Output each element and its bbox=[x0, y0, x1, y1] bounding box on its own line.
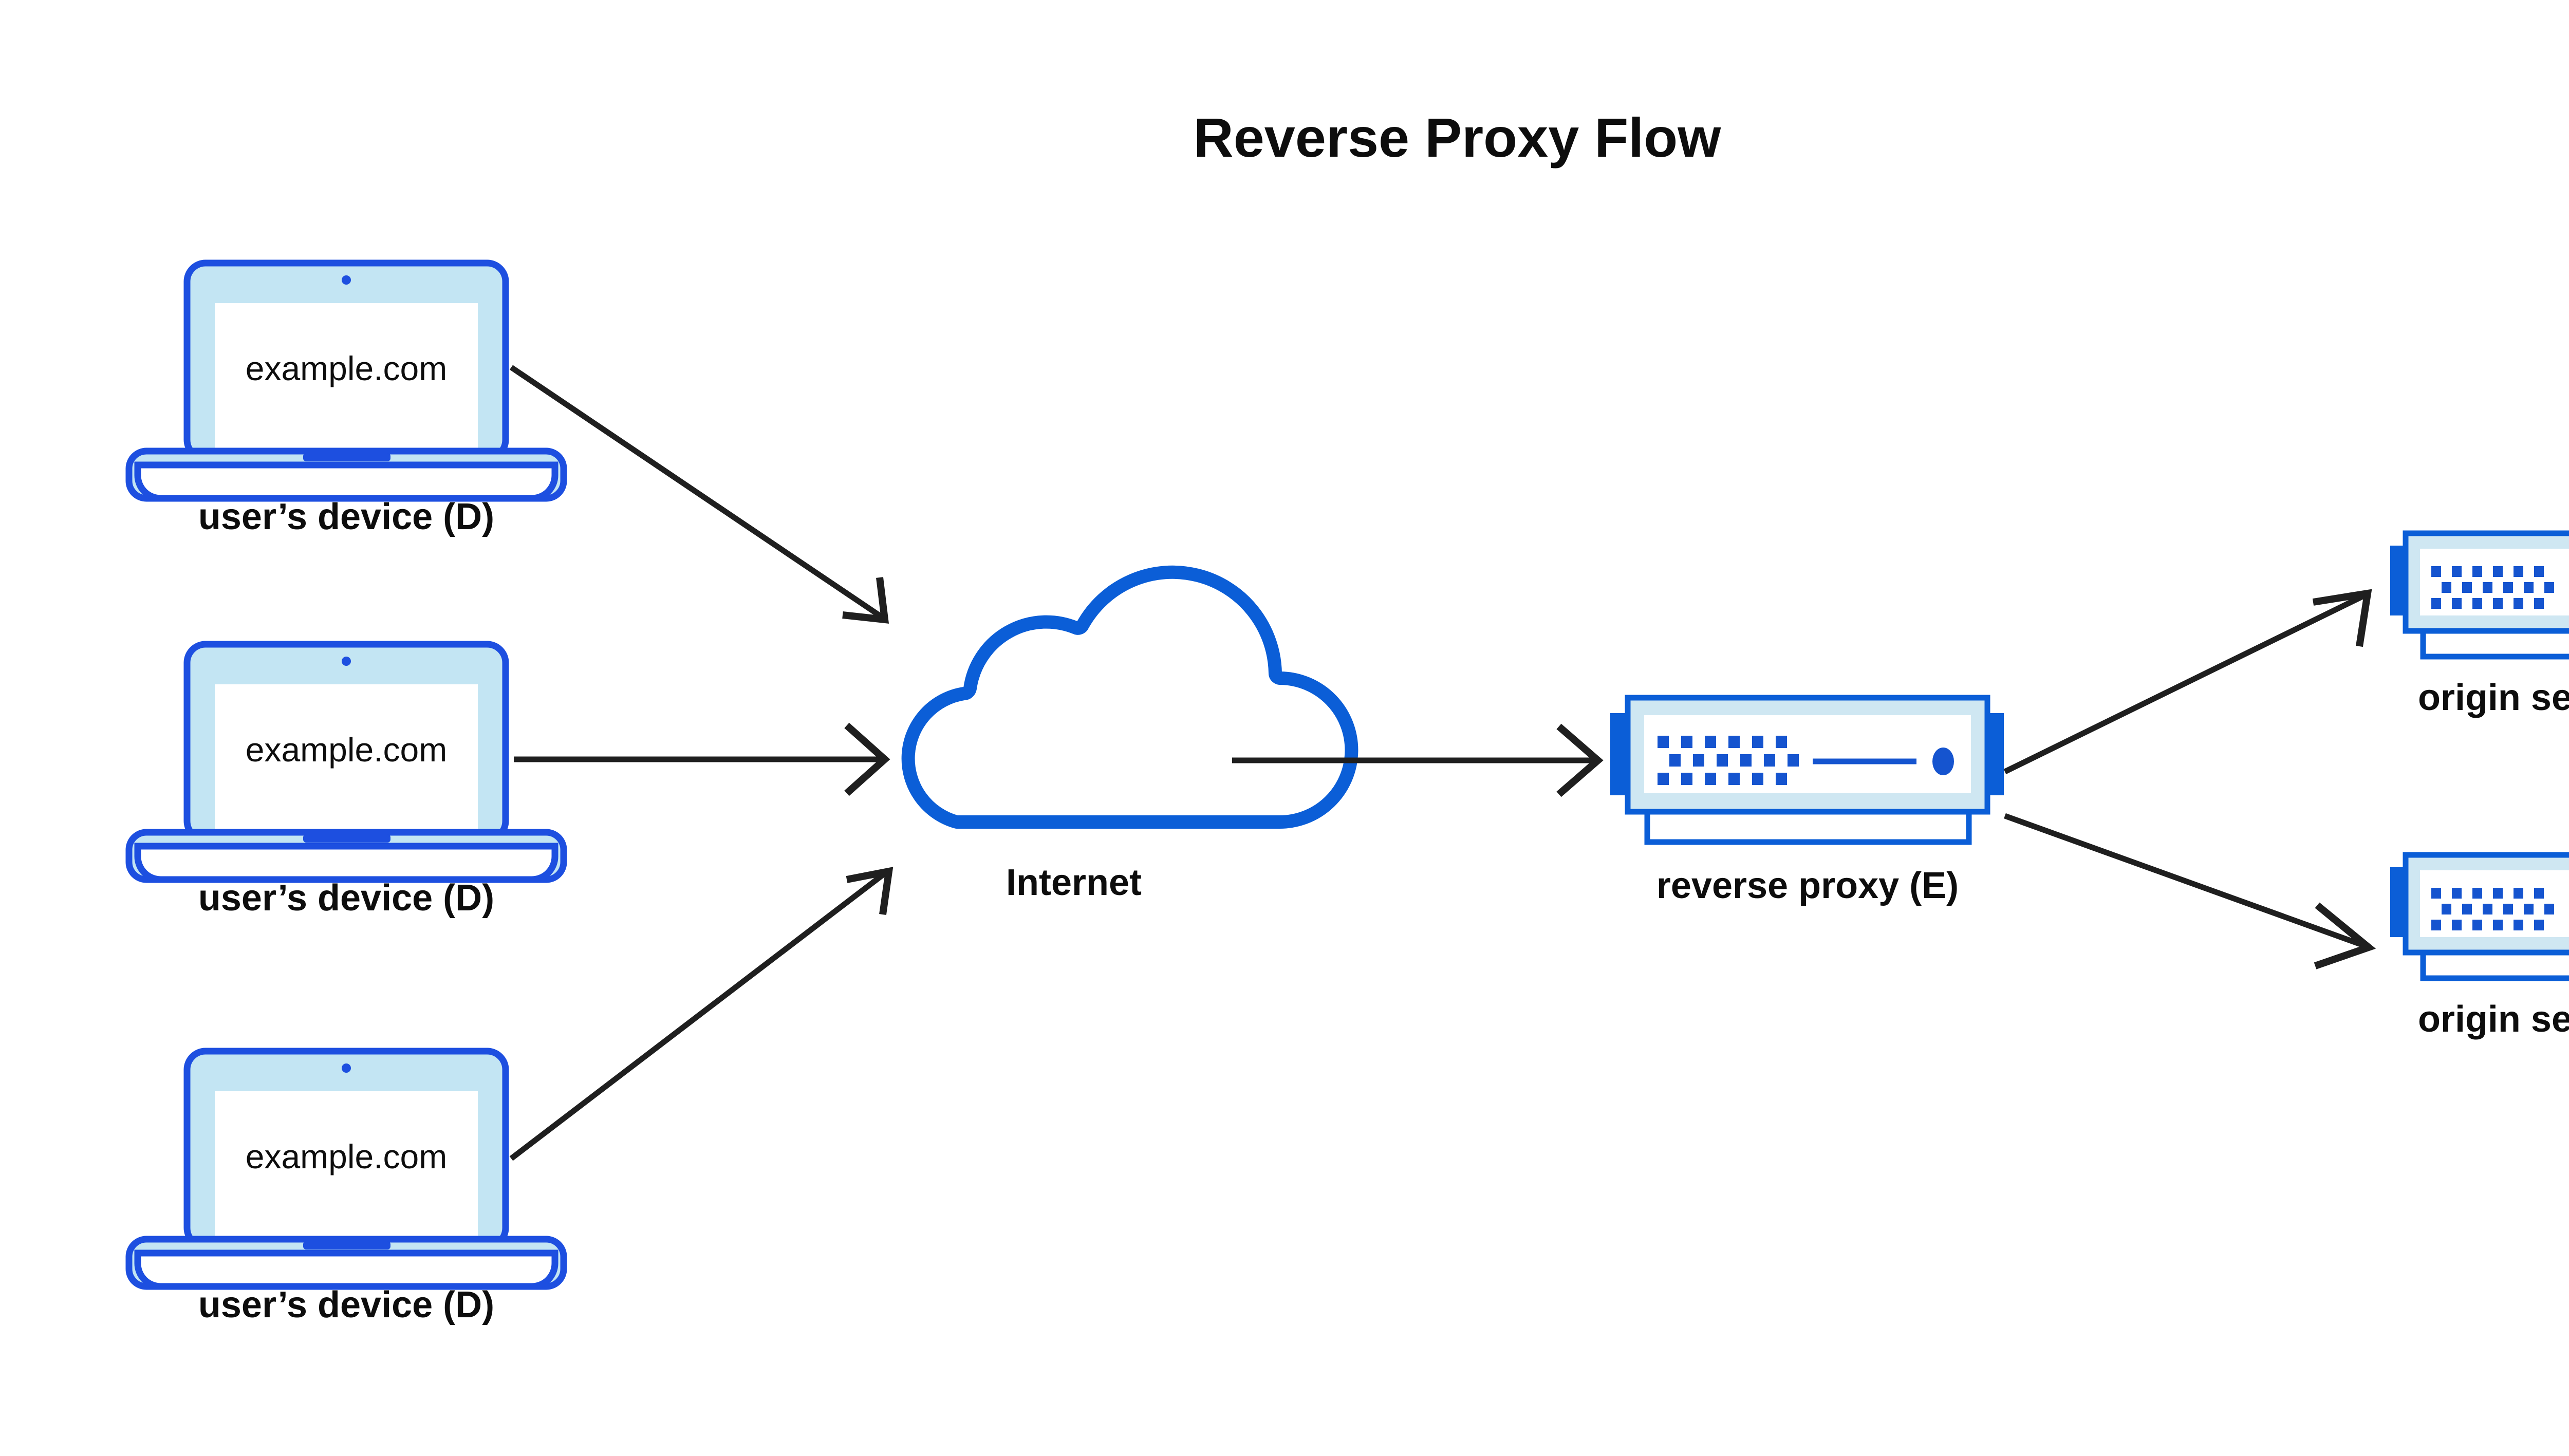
node-label-internet: Internet bbox=[1006, 862, 1142, 903]
server-shelf bbox=[1644, 812, 1972, 845]
laptop-base-lower bbox=[134, 1249, 559, 1290]
node-label-client-top: user’s device (D) bbox=[198, 496, 494, 537]
node-origin-top[interactable]: origin server (F) bbox=[2390, 530, 2569, 718]
node-label-client-mid: user’s device (D) bbox=[198, 878, 494, 919]
laptop-camera-icon bbox=[342, 275, 351, 285]
edge-client-top-to-internet bbox=[509, 365, 889, 624]
edge-client-bottom-to-internet bbox=[509, 867, 893, 1161]
laptop-screen-url: example.com bbox=[246, 1137, 448, 1175]
server-shelf bbox=[2420, 631, 2569, 660]
page-title: Reverse Proxy Flow bbox=[1194, 106, 1721, 169]
server-led-grid bbox=[2431, 888, 2554, 930]
server-power-dot bbox=[1932, 748, 1954, 775]
laptop-icon bbox=[125, 1048, 567, 1290]
laptop-icon bbox=[125, 641, 567, 883]
laptop-trackpad-notch bbox=[303, 834, 390, 843]
edge-reverse-proxy-to-origin-top bbox=[2003, 589, 2372, 774]
node-internet[interactable]: Internet bbox=[901, 565, 1358, 903]
node-label-client-bottom: user’s device (D) bbox=[198, 1284, 494, 1326]
edge-internet-to-reverse-proxy bbox=[1232, 723, 1604, 797]
laptop-display bbox=[215, 684, 478, 832]
node-client-bottom[interactable]: example.com user’s device (D) bbox=[125, 1048, 567, 1326]
edge-client-mid-to-internet bbox=[514, 722, 890, 796]
server-led-grid bbox=[2431, 566, 2554, 609]
cloud-icon bbox=[901, 565, 1358, 829]
laptop-trackpad-notch bbox=[303, 453, 390, 461]
laptop-screen-url: example.com bbox=[246, 731, 448, 769]
laptop-screen-url: example.com bbox=[246, 349, 448, 387]
laptop-icon bbox=[125, 259, 567, 502]
edge-reverse-proxy-to-origin-bottom bbox=[2004, 813, 2376, 969]
laptop-display bbox=[215, 303, 478, 451]
node-reverse-proxy[interactable]: reverse proxy (E) bbox=[1610, 695, 2004, 906]
laptop-base-lower bbox=[134, 461, 559, 502]
server-shelf bbox=[2420, 953, 2569, 981]
node-label-origin-top: origin server (F) bbox=[2418, 677, 2569, 718]
laptop-camera-icon bbox=[342, 657, 351, 666]
node-client-top[interactable]: example.com user’s device (D) bbox=[125, 259, 567, 537]
laptop-camera-icon bbox=[342, 1063, 351, 1073]
node-label-reverse-proxy: reverse proxy (E) bbox=[1656, 865, 1959, 906]
laptop-base-lower bbox=[134, 843, 559, 883]
node-origin-bottom[interactable]: origin server (F) bbox=[2390, 852, 2569, 1040]
node-label-origin-bottom: origin server (F) bbox=[2418, 999, 2569, 1040]
server-icon bbox=[2390, 852, 2569, 981]
node-client-mid[interactable]: example.com user’s device (D) bbox=[125, 641, 567, 919]
server-icon bbox=[1610, 695, 2004, 845]
laptop-display bbox=[215, 1091, 478, 1239]
laptop-trackpad-notch bbox=[303, 1241, 390, 1249]
server-icon bbox=[2390, 530, 2569, 660]
server-led-grid bbox=[1658, 736, 1799, 785]
